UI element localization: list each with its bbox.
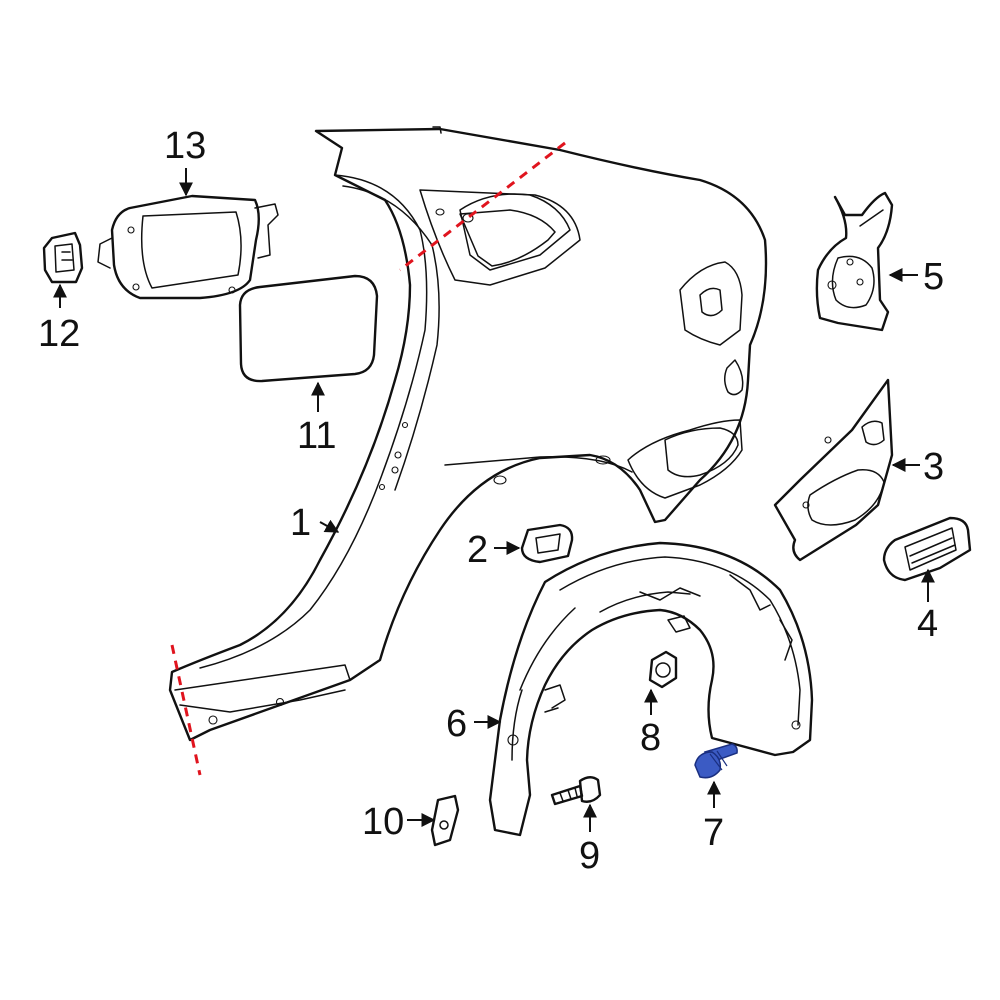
callout-number-5: 5 [923, 256, 944, 298]
cut-line-upper [399, 141, 566, 272]
callout-number-11: 11 [297, 415, 336, 457]
clip-nut[interactable] [430, 794, 460, 847]
fuel-pocket-housing[interactable] [97, 194, 279, 300]
pressure-vent[interactable] [882, 516, 972, 582]
callout-2: 2 [467, 529, 521, 571]
callout-number-10: 10 [362, 801, 404, 843]
callout-5: 5 [888, 256, 944, 298]
callout-number-6: 6 [446, 703, 467, 745]
callout-12: 12 [38, 283, 80, 355]
callout-number-3: 3 [923, 446, 944, 488]
callout-number-13: 13 [164, 125, 206, 167]
fuel-door[interactable] [238, 274, 379, 383]
callout-7: 7 [703, 780, 724, 854]
callout-number-9: 9 [579, 835, 600, 877]
callout-number-4: 4 [917, 603, 938, 645]
callout-number-2: 2 [467, 529, 488, 571]
nut[interactable] [648, 650, 678, 689]
callout-11: 11 [297, 381, 336, 457]
grommet[interactable] [520, 523, 574, 564]
callout-9: 9 [579, 803, 600, 877]
callout-number-1: 1 [290, 502, 311, 544]
callout-6: 6 [446, 703, 502, 745]
inner-side-panel[interactable] [773, 378, 894, 562]
quarter-panel[interactable] [168, 126, 768, 742]
bolt[interactable] [550, 776, 602, 806]
push-clip[interactable] [694, 743, 738, 779]
callout-3: 3 [891, 446, 944, 488]
wheelhouse-liner[interactable] [488, 541, 814, 837]
fuel-door-actuator[interactable] [42, 231, 84, 284]
callout-number-7: 7 [703, 812, 724, 854]
callout-10: 10 [362, 801, 436, 843]
callout-8: 8 [640, 688, 661, 759]
callout-4: 4 [917, 568, 938, 645]
callout-1: 1 [290, 502, 340, 544]
callout-number-8: 8 [640, 717, 661, 759]
callout-number-12: 12 [38, 313, 80, 355]
callout-13: 13 [164, 125, 206, 197]
upper-bracket[interactable] [815, 191, 894, 332]
cut-line-lower [170, 644, 202, 776]
